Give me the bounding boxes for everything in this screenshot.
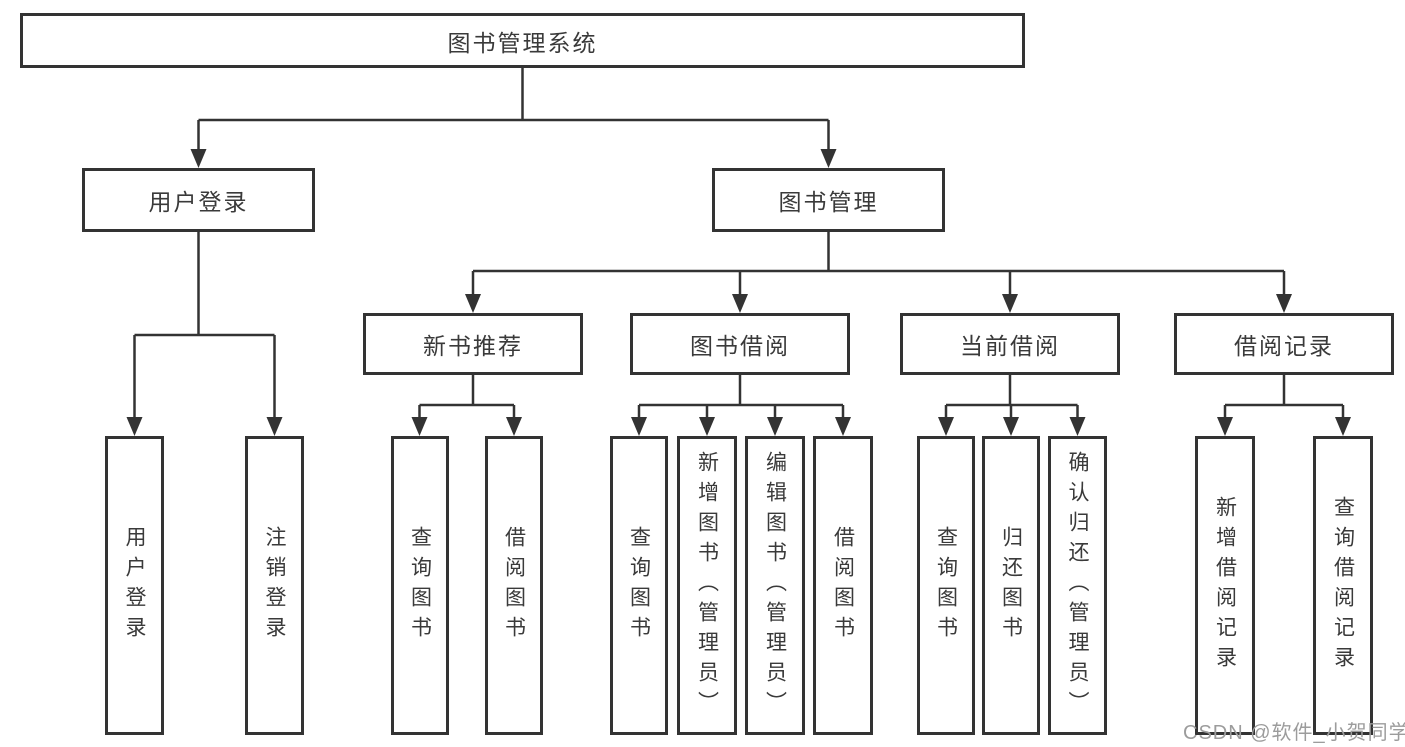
arrowhead-icon (820, 149, 837, 168)
csdn-watermark: CSDN @软件_小贺同学 (1183, 722, 1405, 744)
leaf-records-query-record: 查询借阅记录 (1313, 436, 1373, 735)
arrowhead-icon (1069, 417, 1086, 436)
leaf-logout-login: 注销登录 (245, 436, 304, 735)
connector-records-to-leaves (1223, 375, 1345, 418)
leaf-user-login: 用户登录 (105, 436, 164, 735)
arrowhead-icon (465, 294, 481, 313)
arrowhead-icon (1276, 294, 1292, 313)
connector-current-to-leaves (944, 375, 1079, 418)
arrowhead-icon (1217, 417, 1233, 436)
connector-root-to-level2 (197, 68, 830, 150)
leaf-recommend-borrow-book: 借阅图书 (485, 436, 543, 735)
arrowhead-icon (699, 417, 715, 436)
leaf-borrowing-query-book: 查询图书 (610, 436, 668, 735)
arrowhead-icon (631, 417, 647, 436)
arrowhead-icon (835, 417, 851, 436)
leaf-borrowing-add-book-admin: 新增图书（管理员） (677, 436, 737, 735)
leaf-borrowing-edit-book-admin: 编辑图书（管理员） (745, 436, 805, 735)
arrowhead-icon (126, 417, 143, 436)
node-current-borrowing: 当前借阅 (900, 313, 1120, 375)
node-root-library-system: 图书管理系统 (20, 13, 1025, 68)
leaf-borrowing-borrow-book: 借阅图书 (813, 436, 873, 735)
arrowhead-icon (1002, 294, 1018, 313)
arrowhead-icon (767, 417, 783, 436)
node-book-management: 图书管理 (712, 168, 945, 232)
connector-newbook-to-leaves (418, 375, 516, 418)
leaf-current-return-book: 归还图书 (982, 436, 1040, 735)
connector-bookmgmt-to-level3 (471, 232, 1286, 295)
connector-userlogin-to-leaves (133, 232, 276, 418)
node-new-book-recommendation: 新书推荐 (363, 313, 583, 375)
arrowhead-icon (732, 294, 748, 313)
node-book-borrowing: 图书借阅 (630, 313, 850, 375)
arrowhead-icon (938, 417, 954, 436)
arrowhead-icon (411, 417, 428, 436)
node-borrow-records: 借阅记录 (1174, 313, 1394, 375)
leaf-current-confirm-return-admin: 确认归还（管理员） (1048, 436, 1107, 735)
connector-borrowing-to-leaves (637, 375, 845, 418)
leaf-records-add-record: 新增借阅记录 (1195, 436, 1255, 735)
arrowhead-icon (1003, 417, 1019, 436)
arrowhead-icon (1335, 417, 1351, 436)
leaf-current-query-book: 查询图书 (917, 436, 975, 735)
arrowhead-icon (506, 417, 522, 436)
node-user-login: 用户登录 (82, 168, 315, 232)
arrowhead-icon (190, 149, 207, 168)
arrowhead-icon (266, 417, 283, 436)
leaf-recommend-query-book: 查询图书 (391, 436, 449, 735)
